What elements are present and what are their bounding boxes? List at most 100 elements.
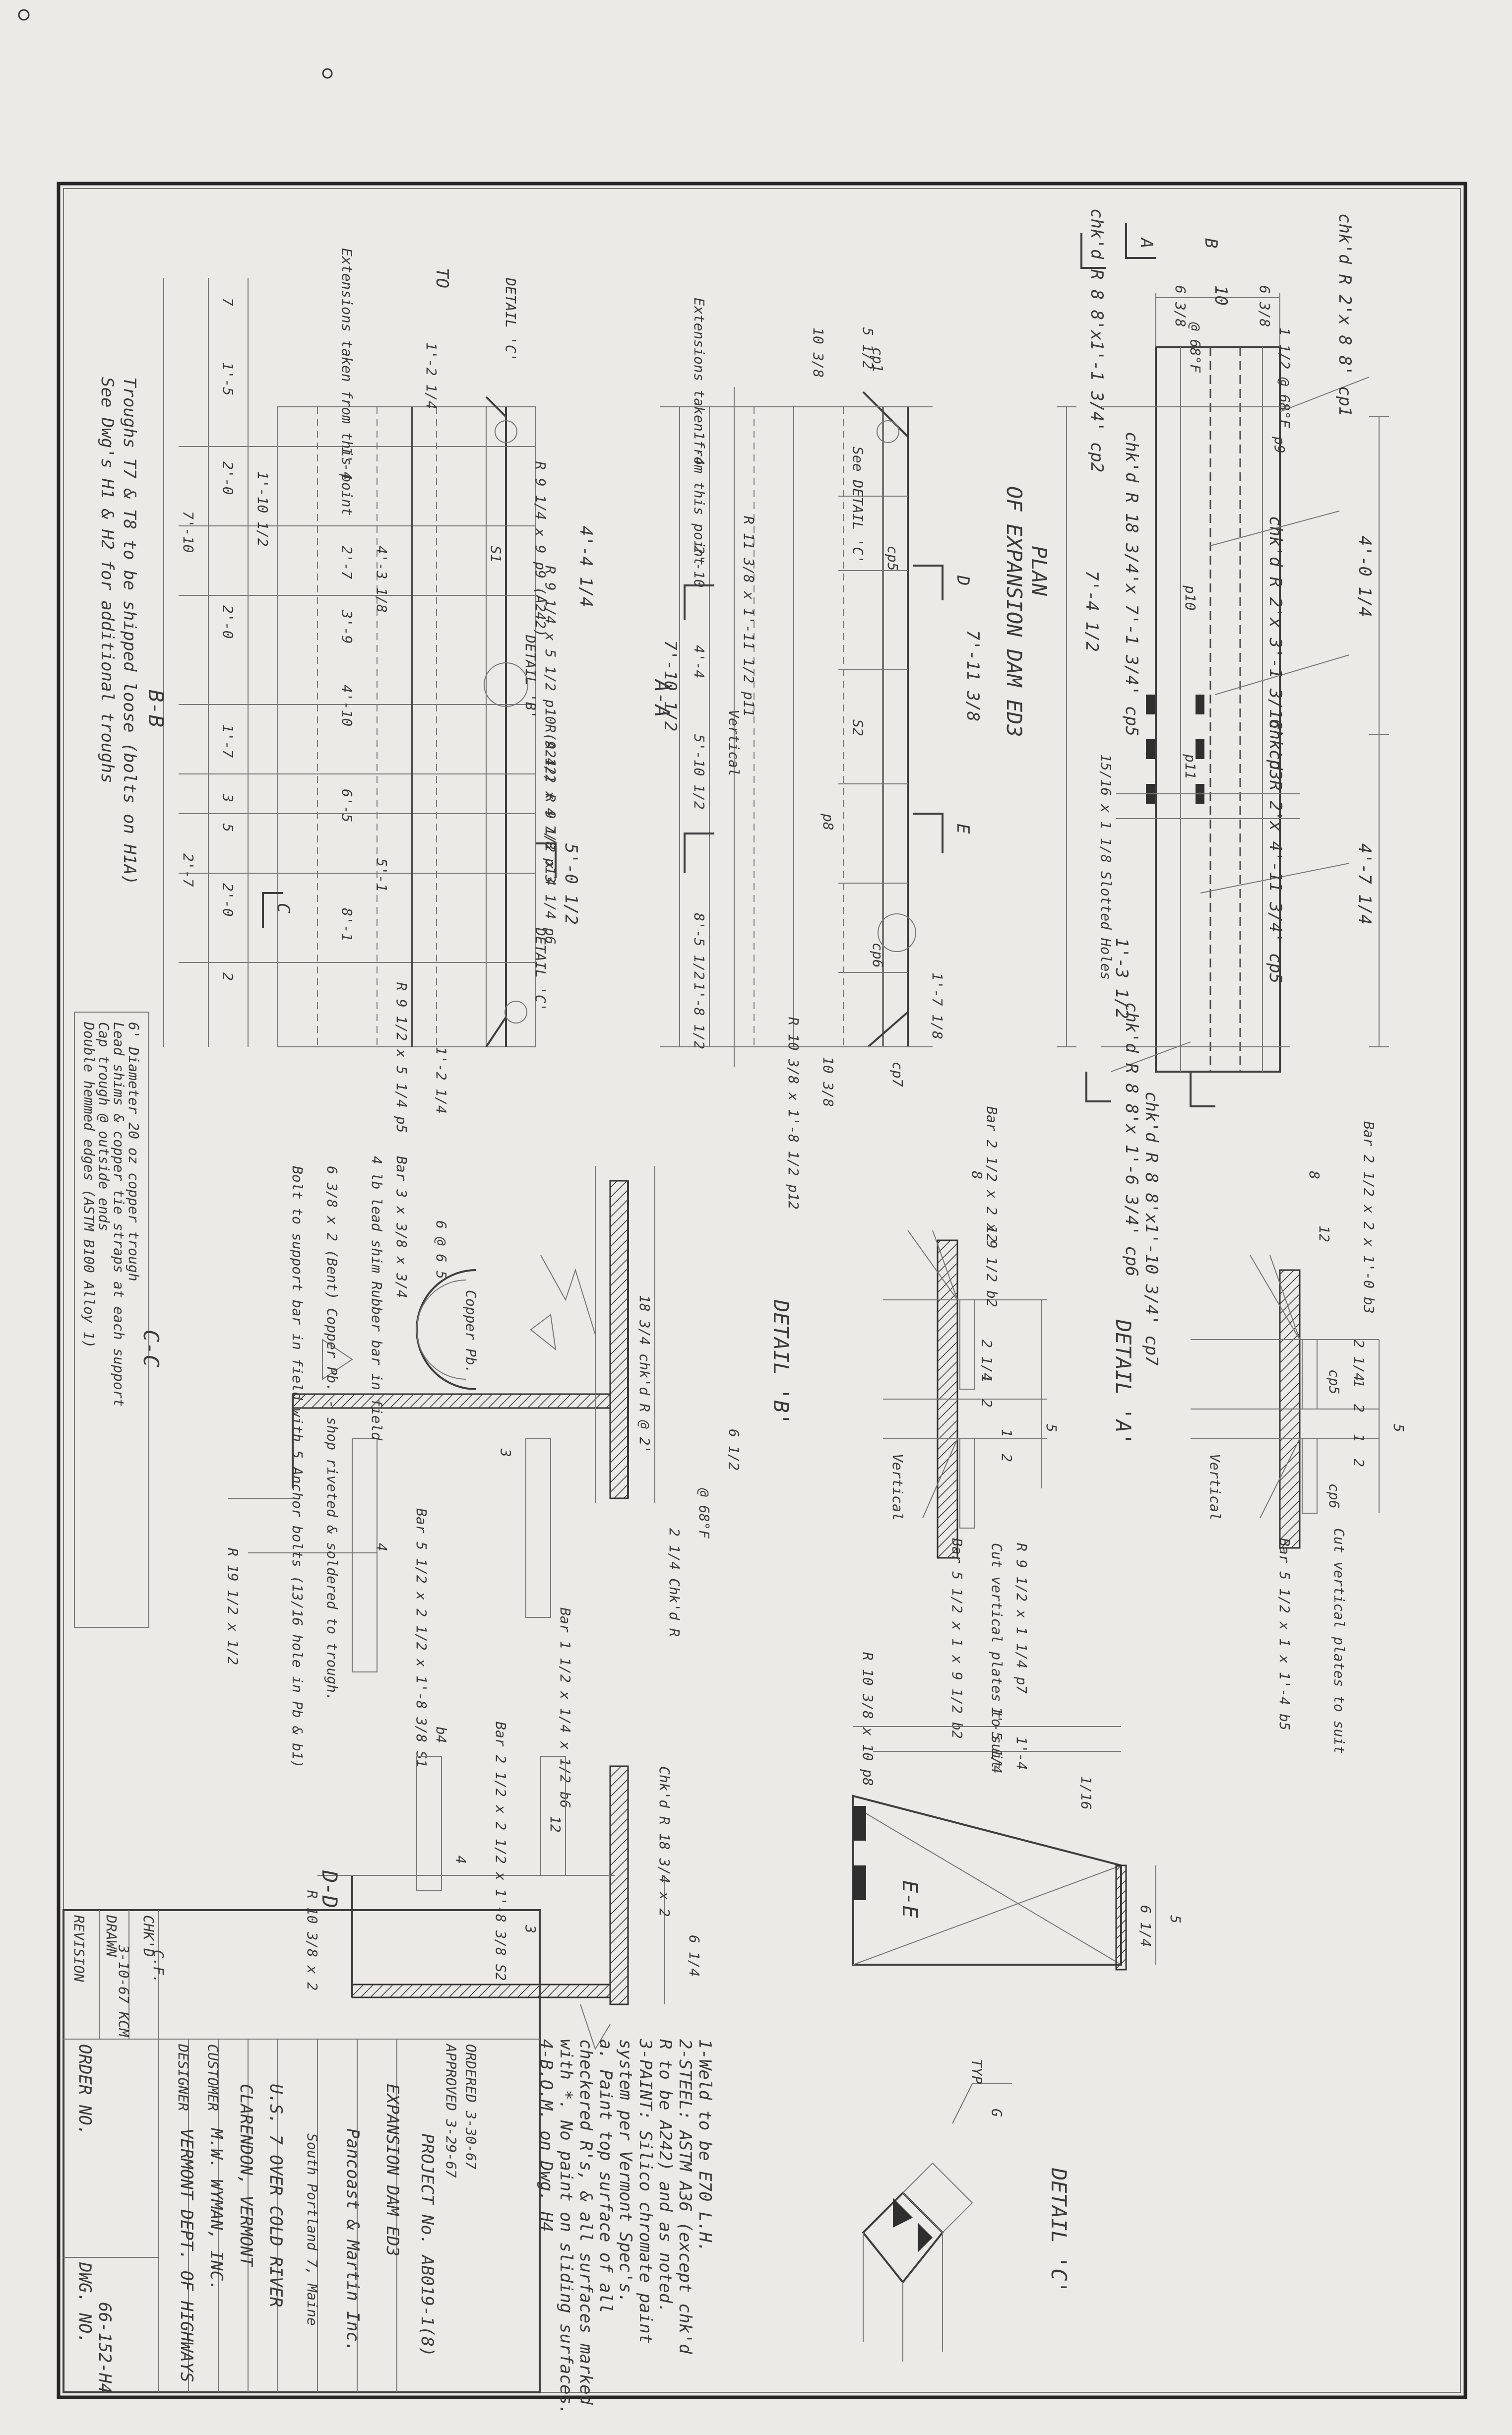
plan-p9: p9	[1271, 436, 1288, 453]
detail-a-dim: 2	[1351, 1459, 1367, 1467]
trough-note-1: Troughs T7 & T8 to be shipped loose (bol…	[120, 377, 139, 885]
detail-a-cp5: cp5	[1326, 1369, 1342, 1395]
tb-dwg-label: DWG. NO.	[75, 2262, 95, 2344]
plan-slotted-note: 15/16 x 1 1/8 Slotted Holes	[1098, 754, 1114, 980]
cc-bar-s1: Bar 5 1/2 x 2 1/2 x 1'-8 3/8 S1	[413, 1508, 430, 1768]
bb-dim-4-4: 4'-4 1/4	[576, 526, 596, 607]
cc-bolt-note: Bolt to support bar in field with 5 Anch…	[289, 1166, 306, 1768]
plan-view: chk'd R 2'x 8 8' cp1 chk'd R 8 8'x1'-1 3…	[1002, 208, 1389, 1366]
dd-dim12: 12	[547, 1816, 564, 1833]
bb-dim-5-0: 5'-0 1/2	[561, 843, 581, 925]
aa-dim-7-10: 7'-10 1/2	[660, 640, 680, 731]
tb-checked-by: C.F.	[150, 1950, 167, 1983]
trough-spec-3: Cap trough @ outside ends	[96, 1022, 112, 1231]
note-line: a. Paint top surface of all	[596, 2039, 616, 2313]
plan-dim-6a: 6 3/8	[1172, 285, 1189, 327]
detail-b-vertical: Vertical	[889, 1454, 906, 1521]
bb-col: 2'-7	[339, 546, 355, 579]
bb-s1: S1	[488, 546, 504, 563]
tb-fabricator: Pancoast & Martin Inc.	[343, 2128, 363, 2352]
section-cc: C-C 6 3/8 x 2 (Bent) Copper Pb. - shop r…	[139, 1156, 742, 1808]
aa-dim-7-11: 7'-11 3/8	[963, 630, 983, 721]
plan-dim-4-7: 4'-7 1/4	[1355, 843, 1375, 925]
section-aa: A-A Extensions taken from this point See…	[650, 298, 983, 1210]
trough-note-2: See Dwg's H1 & H2 for additional troughs	[97, 377, 117, 783]
detail-a-dim: 12	[1316, 1225, 1332, 1242]
bb-row: 2'-0	[220, 461, 236, 495]
bb-row: 2'-7	[180, 853, 196, 887]
sheet-border	[57, 182, 1467, 2399]
detail-a-dim: 1	[1351, 1379, 1367, 1388]
aa-dim-1-7: 1'-7 1/8	[929, 972, 945, 1039]
cc-dim3: 3	[498, 1448, 514, 1457]
section-ee: E-E R 10 3/8 x 10 p8 1'-5 1/4 1'-4 5 6 1…	[852, 1652, 1184, 1971]
section-dd: D-D Bar 2 1/2 x 2 1/2 x 1'-8 3/8 S2 Chk'…	[304, 1722, 702, 2051]
trough-notes: Troughs T7 & T8 to be shipped loose (bol…	[74, 377, 149, 1628]
tb-designer-label: DESIGNER	[175, 2044, 191, 2111]
note-line: 3-PAINT: Silico chromate paint	[635, 2039, 655, 2344]
detail-c-g: G	[989, 2109, 1005, 2117]
plan-sec-b: B	[1201, 238, 1221, 248]
bb-row: 2'-0	[220, 605, 236, 639]
cc-copper-pb: Copper Pb.	[463, 1290, 479, 1374]
aa-dim-4-4: 4'-4	[691, 645, 707, 678]
note-line: R to be A242) and as noted.	[655, 2039, 675, 2313]
section-dd-title: D-D	[317, 1870, 342, 1908]
bb-dim-1-2b: 1'-2 1/4	[433, 1047, 449, 1114]
tb-dwg-no: 66-152-H4	[95, 2302, 115, 2393]
plan-outline	[1155, 346, 1281, 1073]
detail-a-title: DETAIL 'A'	[1111, 1319, 1135, 1445]
detail-a-vertical: Vertical	[1207, 1454, 1223, 1521]
detail-b-cut: Cut vertical plates to suit	[989, 1543, 1005, 1769]
detail-c: DETAIL 'C' TYP G	[862, 2059, 1071, 2362]
note-line: 1-Weld to be E70 L.H.	[695, 2039, 715, 2252]
plan-dim-4-0: 4'-0 1/4	[1355, 536, 1375, 617]
sheet-inner-border	[63, 188, 1461, 2393]
note-line: system per Vermont Spec's.	[616, 2039, 635, 2303]
binding-hole	[18, 9, 30, 21]
note-line: with *. No paint on sliding surfaces.	[556, 2039, 576, 2415]
section-cc-title: C-C	[139, 1330, 163, 1367]
detail-b-dim: 2	[979, 1399, 995, 1408]
detail-b-pl: R 9 1/2 x 1 1/4 p7	[1013, 1543, 1030, 1694]
dd-pl: R 10 3/8 x 2	[304, 1890, 320, 1990]
dd-dim6: 6 1/4	[686, 1935, 702, 1977]
bb-row: 5	[220, 824, 236, 832]
plan-callout-chk-bot1: chk'd R 8 8'x 1'-6 3/4' cp6	[1122, 1002, 1141, 1277]
tb-location: CLARENDON, VERMONT	[236, 2084, 256, 2268]
tb-revision-label: REVISION	[71, 1915, 87, 1982]
bb-row: 2	[220, 972, 236, 981]
bb-p5: R 9 1/2 x 5 1/4 p5	[393, 982, 410, 1133]
trough-spec-1: 6' Diameter 20 oz copper trough	[126, 1022, 142, 1282]
aa-cp6: cp6	[870, 943, 886, 968]
bb-row: 1'-5	[220, 362, 236, 395]
tb-checked-label: CHK'D	[140, 1915, 157, 1957]
dd-b4: b4	[433, 1727, 449, 1743]
bb-col: 6'-5	[339, 789, 355, 822]
tb-customer-label: CUSTOMER	[205, 2044, 221, 2111]
tb-ordered: ORDERED 3-30-67	[463, 2044, 479, 2170]
bb-row: 2'-0	[220, 883, 236, 916]
tb-fabricator-city: South Portland 7, Maine	[304, 2133, 320, 2326]
detail-b-bar-top: Bar 2 1/2 x 2 x 9 1/2 b2	[984, 1106, 1000, 1307]
aa-ext-note: Extensions taken from this point	[691, 298, 707, 565]
bb-col: 4'-10	[339, 685, 355, 726]
binding-hole	[322, 68, 333, 79]
section-aa-title: A-A	[650, 678, 674, 717]
bb-c: C	[273, 903, 293, 913]
bb-row: 7	[220, 298, 236, 306]
tb-order-label: ORDER NO.	[75, 2044, 95, 2135]
bb-detail-c1: DETAIL 'C'	[503, 277, 519, 362]
detail-a-dim: 8	[1306, 1171, 1323, 1179]
cc-dim-65: 6 @ 6 5	[433, 1220, 449, 1279]
detail-b-dim: 12	[984, 1225, 1000, 1242]
aa-dim-10b: 10 3/8	[820, 1057, 836, 1107]
detail-a-bar-top: Bar 2 1/2 x 2 x 1'-0 b3	[1361, 1121, 1377, 1314]
bb-ext-note: Extensions taken from this point	[339, 248, 355, 515]
aa-dim-2-10: 2'-10	[691, 546, 707, 587]
aa-p11: R 11 3/8 x 1'-11 1/2 p11	[741, 516, 757, 717]
detail-a-cut: Cut vertical plates to suit	[1331, 1528, 1347, 1754]
aa-p12: R 10 3/8 x 1'-8 1/2 p12	[785, 1017, 802, 1210]
plan-temp: @ 68°F	[1187, 322, 1203, 373]
